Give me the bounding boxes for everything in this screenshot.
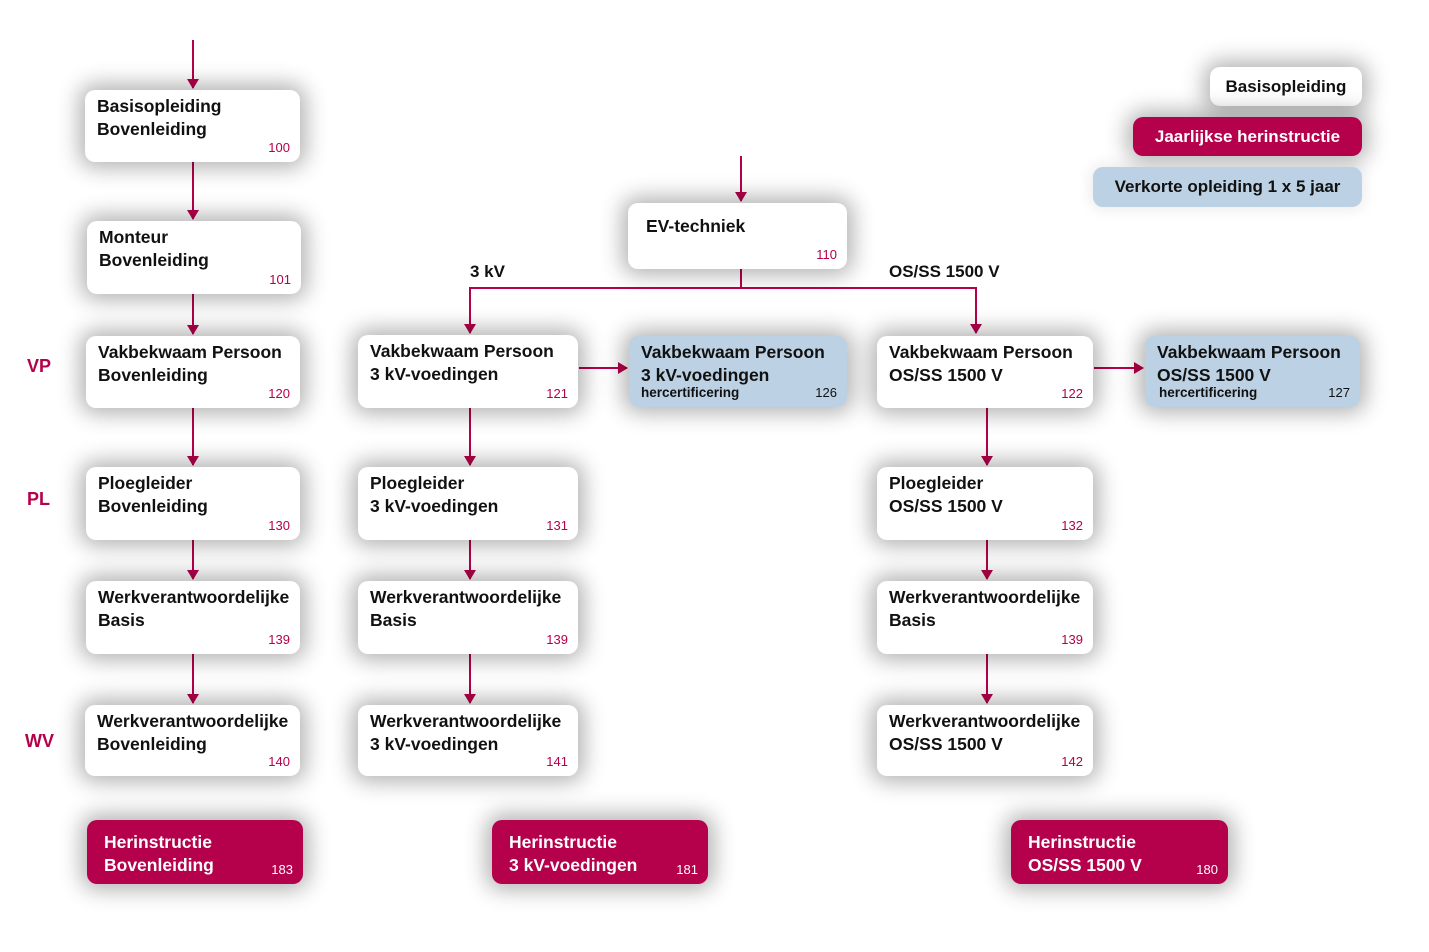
course-box-110: EV-techniek 110 (628, 203, 847, 269)
course-number: 121 (546, 386, 568, 401)
course-number: 127 (1328, 385, 1350, 400)
course-number: 132 (1061, 518, 1083, 533)
course-number: 139 (546, 632, 568, 647)
course-number: 100 (268, 140, 290, 155)
course-subtitle: hercertificering (1159, 385, 1258, 400)
course-number: 120 (268, 386, 290, 401)
course-number: 181 (676, 862, 698, 877)
course-number: 142 (1061, 754, 1083, 769)
course-number: 131 (546, 518, 568, 533)
branch-label-3kv: 3 kV (470, 262, 505, 281)
course-number: 183 (271, 862, 293, 877)
course-number: 110 (816, 247, 837, 262)
branch-split (464, 269, 742, 334)
level-label-pl: PL (27, 489, 51, 509)
course-number: 130 (268, 518, 290, 533)
course-number: 126 (815, 385, 837, 400)
branch-label-os-ss: OS/SS 1500 V (889, 262, 1000, 281)
course-number: 139 (1061, 632, 1083, 647)
course-number: 180 (1196, 862, 1218, 877)
legend-basisopleiding: Basisopleiding (1210, 67, 1362, 106)
level-label-vp: VP (27, 356, 52, 376)
course-number: 139 (268, 632, 290, 647)
course-number: 141 (546, 754, 568, 769)
level-label-wv: WV (25, 731, 54, 751)
branch-split-right (741, 287, 982, 334)
legend-jaarlijkse-herinstructie: Jaarlijkse herinstructie (1133, 117, 1362, 156)
course-subtitle: hercertificering (641, 385, 740, 400)
course-number: 140 (268, 754, 290, 769)
course-title: EV-techniek (646, 216, 746, 236)
course-number: 101 (269, 272, 291, 287)
course-number: 122 (1061, 386, 1083, 401)
legend-verkorte-opleiding: Verkorte opleiding 1 x 5 jaar (1093, 167, 1362, 207)
